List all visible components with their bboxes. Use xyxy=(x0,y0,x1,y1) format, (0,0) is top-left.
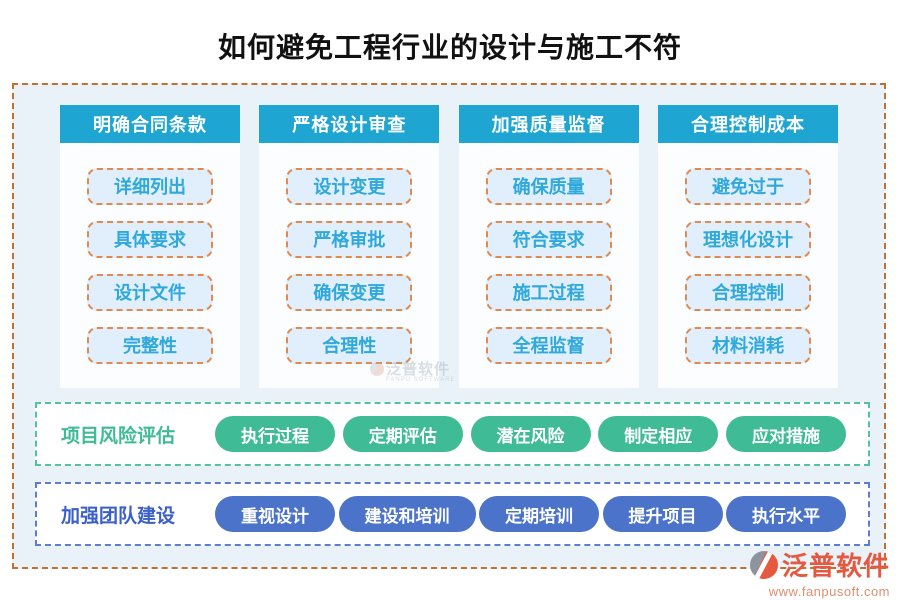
pill: 提升项目 xyxy=(602,496,723,532)
column-item: 详细列出 xyxy=(87,167,213,205)
column-item: 确保质量 xyxy=(485,167,612,205)
pill: 定期评估 xyxy=(342,416,463,452)
column-items: 设计变更 严格审批 确保变更 合理性 xyxy=(259,143,439,388)
fanpu-logo-top: 泛普软件 xyxy=(740,546,890,583)
pill: 执行水平 xyxy=(726,496,846,532)
row-label: 加强团队建设 xyxy=(61,505,176,527)
fanpu-logo-icon xyxy=(749,550,778,579)
pill: 执行过程 xyxy=(215,416,335,452)
column-item: 具体要求 xyxy=(87,220,213,258)
column-item: 材料消耗 xyxy=(684,326,811,364)
pill: 制定相应 xyxy=(598,416,719,452)
column-quality-supervision: 加强质量监督 确保质量 符合要求 施工过程 全程监督 xyxy=(458,105,639,388)
columns-area: 明确合同条款 详细列出 具体要求 设计文件 完整性 严格设计审查 设计变更 严格… xyxy=(14,105,884,388)
column-item: 符合要求 xyxy=(485,220,612,258)
column-item: 合理性 xyxy=(286,326,413,364)
column-header: 加强质量监督 xyxy=(458,105,639,143)
column-item: 全程监督 xyxy=(485,326,612,364)
column-item: 施工过程 xyxy=(485,273,612,311)
column-item: 确保变更 xyxy=(286,273,413,311)
column-item: 避免过于 xyxy=(684,167,811,205)
column-header: 明确合同条款 xyxy=(60,105,240,143)
pill: 应对措施 xyxy=(726,416,846,452)
column-item: 理想化设计 xyxy=(684,220,811,258)
row-pills: 执行过程 定期评估 潜在风险 制定相应 应对措施 xyxy=(215,416,846,452)
column-item: 设计变更 xyxy=(286,167,413,205)
column-item: 合理控制 xyxy=(684,273,811,311)
fanpu-logo-url: www.fanpusoft.com xyxy=(768,584,890,599)
column-item: 设计文件 xyxy=(87,273,213,311)
pill: 潜在风险 xyxy=(470,416,591,452)
pill: 建设和培训 xyxy=(338,496,476,532)
pill: 重视设计 xyxy=(215,496,335,532)
column-items: 避免过于 理想化设计 合理控制 材料消耗 xyxy=(658,143,838,388)
column-items: 确保质量 符合要求 施工过程 全程监督 xyxy=(459,143,639,388)
row-project-risk-assessment: 项目风险评估 执行过程 定期评估 潜在风险 制定相应 应对措施 xyxy=(35,402,870,466)
row-team-building: 加强团队建设 重视设计 建设和培训 定期培训 提升项目 执行水平 xyxy=(35,482,870,546)
column-cost-control: 合理控制成本 避免过于 理想化设计 合理控制 材料消耗 xyxy=(657,105,838,388)
column-header: 合理控制成本 xyxy=(657,105,838,143)
row-label: 项目风险评估 xyxy=(61,425,176,447)
column-item: 严格审批 xyxy=(286,220,413,258)
column-design-review: 严格设计审查 设计变更 严格审批 确保变更 合理性 xyxy=(259,105,440,388)
column-contract-terms: 明确合同条款 详细列出 具体要求 设计文件 完整性 xyxy=(60,105,240,388)
column-items: 详细列出 具体要求 设计文件 完整性 xyxy=(60,143,240,388)
page-title: 如何避免工程行业的设计与施工不符 xyxy=(217,32,682,63)
pill: 定期培训 xyxy=(479,496,599,532)
fanpu-logo: 泛普软件 www.fanpusoft.com xyxy=(740,546,890,599)
diagram-board: 明确合同条款 详细列出 具体要求 设计文件 完整性 严格设计审查 设计变更 严格… xyxy=(12,83,886,569)
column-header: 严格设计审查 xyxy=(259,105,440,143)
column-item: 完整性 xyxy=(87,326,213,364)
row-pills: 重视设计 建设和培训 定期培训 提升项目 执行水平 xyxy=(215,496,846,532)
fanpu-logo-text: 泛普软件 xyxy=(781,551,890,581)
